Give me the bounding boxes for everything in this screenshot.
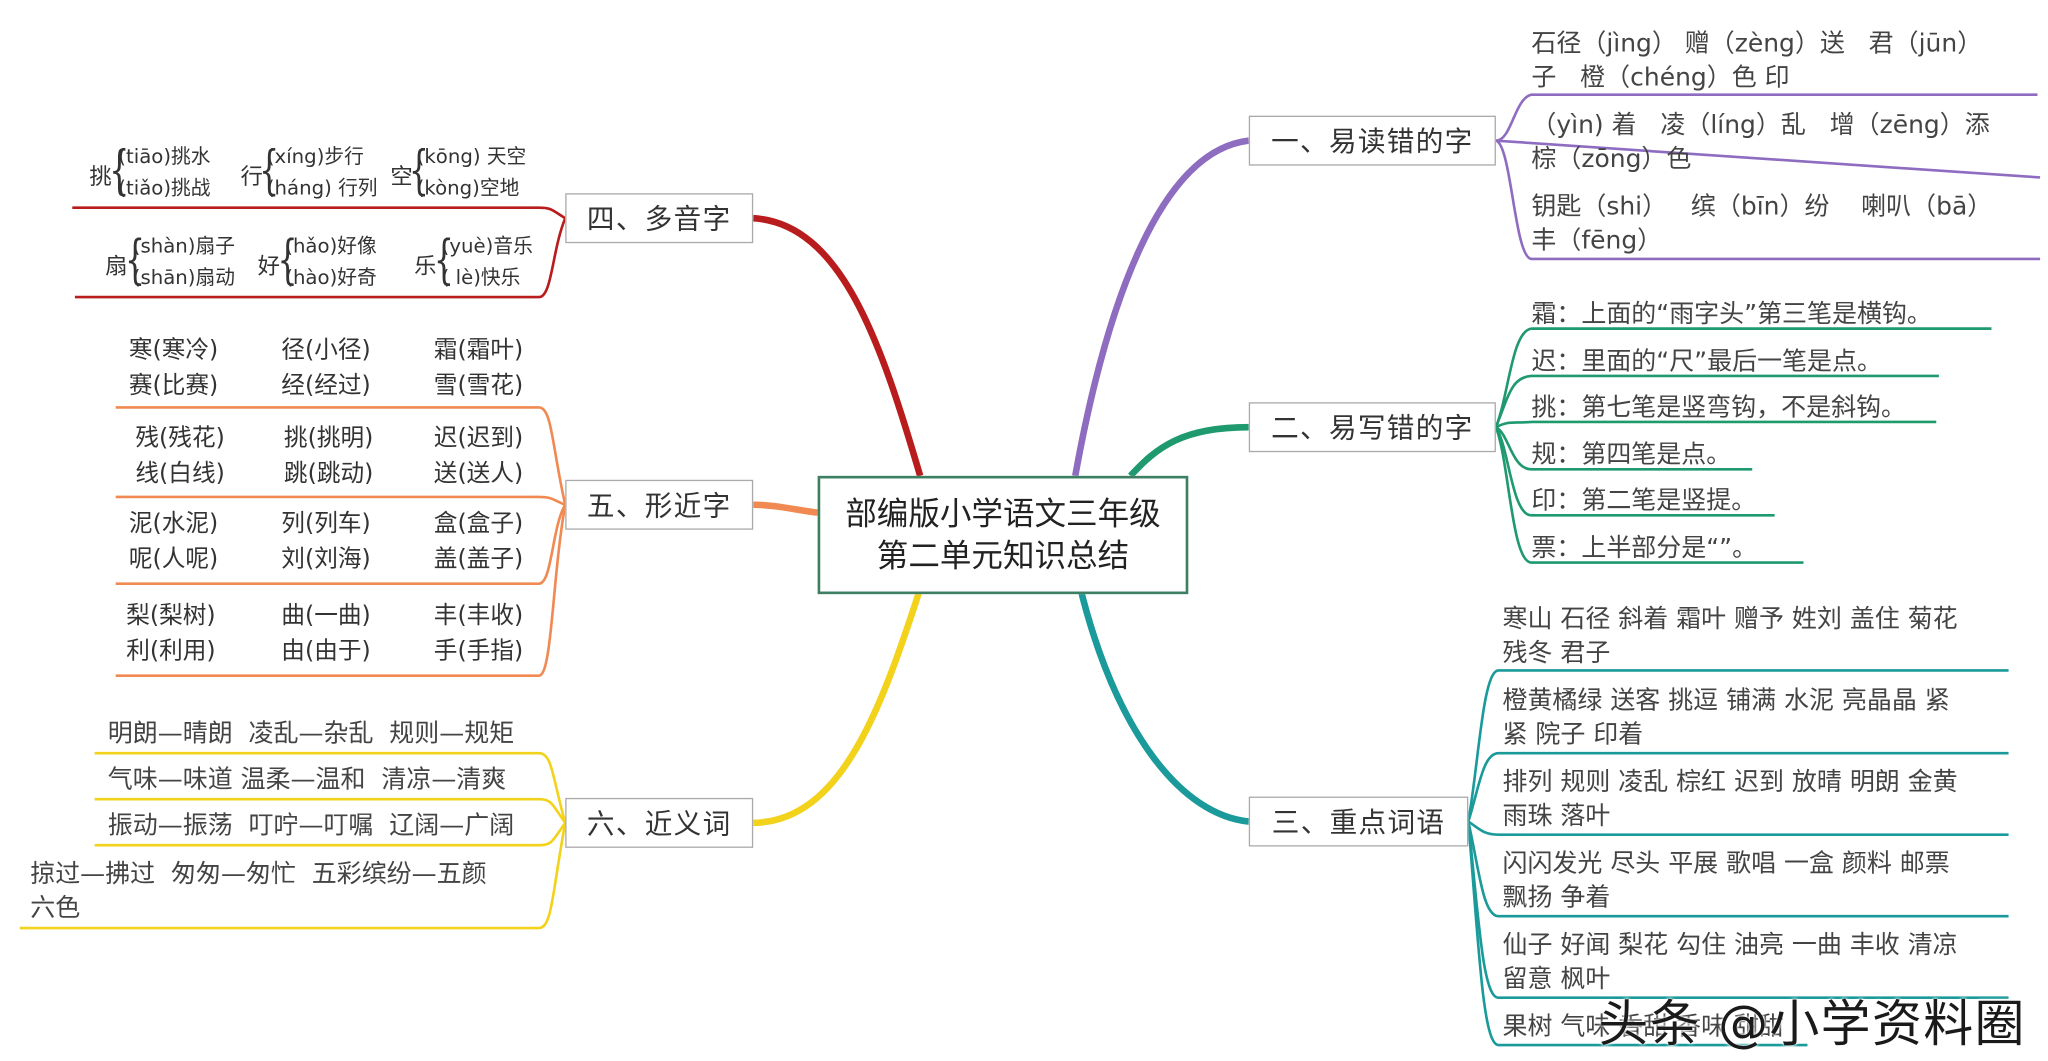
brace-icon: {	[277, 230, 298, 291]
duoyin-reading: (shān)扇动	[132, 265, 235, 290]
duoyin-char: 行	[240, 164, 263, 191]
branch-duoyin[interactable]: 四、多音字	[565, 193, 754, 244]
branch-jinyi[interactable]: 六、近义词	[565, 797, 754, 848]
duoyin-char: 好	[257, 253, 280, 280]
branch-ciyu[interactable]: 三、重点词语	[1248, 796, 1469, 847]
duoyin-char: 扇	[105, 253, 128, 280]
ciyu-item: 橙黄橘绿 送客 挑逗 铺满 水泥 亮晶晶 紧 紧 院子 印着	[1502, 686, 1950, 750]
duoyin-reading: (xíng)步行	[266, 144, 364, 169]
brace-icon: {	[109, 140, 130, 202]
ciyu-item: 仙子 好闻 梨花 勾住 油亮 一曲 丰收 清凉 留意 枫叶	[1502, 930, 1958, 994]
center-title-line2: 第二单元知识总结	[876, 537, 1130, 575]
jinyi-item: 振动—振荡 叮咛—叮嘱 辽阔—广阔	[107, 811, 515, 840]
yixie-item: 规：第四笔是点。	[1531, 440, 1732, 470]
xingjin-pair: 迟(迟到) 送(送人)	[433, 424, 524, 488]
brace-icon: {	[259, 140, 280, 202]
yidu-item: （yìn) 着 凌（líng）乱 增（zēng）添 棕（zōng）色	[1531, 110, 1990, 174]
xingjin-pair: 列(列车) 刘(刘海)	[281, 510, 371, 574]
duoyin-reading: (yuè)音乐	[441, 233, 533, 258]
brace-icon: {	[124, 230, 146, 291]
duoyin-reading: (háng) 行列	[266, 176, 378, 200]
ciyu-item: 闪闪发光 尽头 平展 歌唱 一盒 颜料 邮票 飘扬 争着	[1502, 849, 1950, 913]
brace-icon: {	[408, 140, 430, 202]
duoyin-reading: (tiāo)挑水	[118, 144, 211, 169]
duoyin-reading: (hào)好奇	[285, 265, 377, 290]
xingjin-pair: 泥(水泥) 呢(人呢)	[128, 510, 219, 574]
ciyu-item: 寒山 石径 斜着 霜叶 赠予 姓刘 盖住 菊花 残冬 君子	[1502, 604, 1958, 668]
yidu-item: 钥匙（shi） 缤（bīn）纷 喇叭（bā） 丰（fēng）	[1531, 191, 1993, 256]
branch-yidu[interactable]: 一、易读错的字	[1248, 115, 1496, 166]
branch-yixie[interactable]: 二、易写错的字	[1248, 402, 1496, 453]
duoyin-char: 乐	[414, 253, 437, 280]
xingjin-pair: 盒(盒子) 盖(盖子)	[433, 510, 524, 574]
duoyin-char: 挑	[89, 164, 112, 191]
xingjin-pair: 曲(一曲) 由(由于)	[281, 602, 371, 666]
watermark: 头条 @小学资料圈	[1598, 995, 2026, 1053]
center-topic[interactable]: 部编版小学语文三年级 第二单元知识总结	[817, 475, 1189, 595]
duoyin-reading: (hǎo)好像	[285, 233, 377, 258]
xingjin-pair: 梨(梨树) 利(利用)	[126, 602, 216, 666]
duoyin-reading: (kòng)空地	[416, 176, 520, 200]
xingjin-pair: 寒(寒冷) 赛(比赛)	[128, 336, 219, 400]
yidu-item: 石径（jìng） 赠（zèng）送 君（jūn） 子 橙（chéng）色 印	[1531, 28, 1983, 93]
xingjin-pair: 霜(霜叶) 雪(雪花)	[433, 336, 524, 400]
brace-icon: {	[433, 230, 454, 291]
duoyin-reading: (tiǎo)挑战	[118, 176, 211, 200]
ciyu-item: 排列 规则 凌乱 棕红 迟到 放晴 明朗 金黄 雨珠 落叶	[1502, 767, 1958, 831]
ciyu-item: 果树 气味 香甜 香味 甜甜	[1502, 1012, 1785, 1042]
xingjin-pair: 残(残花) 线(白线)	[135, 424, 225, 488]
yixie-item: 挑：第七笔是竖弯钩，不是斜钩。	[1531, 393, 1907, 422]
center-title-line1: 部编版小学语文三年级	[845, 495, 1161, 533]
yixie-item: 票：上半部分是“”。	[1531, 533, 1758, 563]
yixie-item: 迟：里面的“尺”最后一笔是点。	[1531, 347, 1882, 376]
duoyin-reading: ( lè)快乐	[441, 265, 521, 290]
xingjin-pair: 径(小径) 经(经过)	[281, 336, 371, 400]
jinyi-item: 明朗—晴朗 凌乱—杂乱 规则—规矩	[107, 719, 515, 748]
jinyi-item: 气味—味道 温柔—温和 清凉—清爽	[107, 765, 507, 794]
duoyin-reading: (kōng) 天空	[416, 144, 527, 169]
duoyin-char: 空	[390, 164, 413, 191]
yixie-item: 印：第二笔是竖提。	[1531, 486, 1757, 516]
branch-xingjin[interactable]: 五、形近字	[565, 479, 754, 530]
xingjin-pair: 丰(丰收) 手(手指)	[433, 602, 524, 666]
yixie-item: 霜：上面的“雨字头”第三笔是横钩。	[1531, 299, 1932, 329]
xingjin-pair: 挑(挑明) 跳(跳动)	[283, 424, 374, 488]
duoyin-reading: (shàn)扇子	[132, 233, 235, 258]
jinyi-item: 掠过—拂过 匆匆—匆忙 五彩缤纷—五颜 六色	[30, 859, 487, 923]
